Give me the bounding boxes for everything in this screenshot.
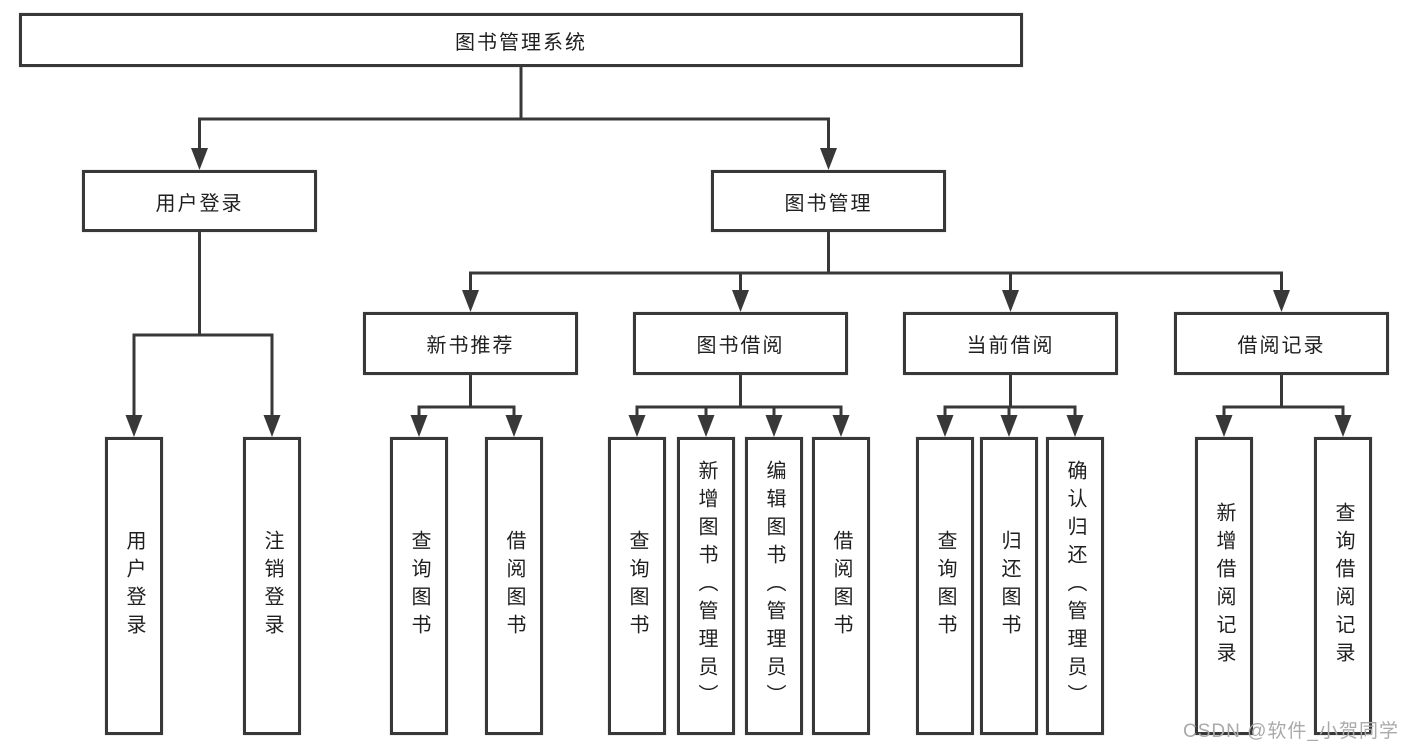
node-root: 图书管理系统 bbox=[19, 13, 1023, 67]
node-label-leaf-add-borrow-record: 新增借阅记录 bbox=[1213, 502, 1235, 670]
node-borrowing-records: 借阅记录 bbox=[1174, 312, 1389, 375]
node-user-login: 用户登录 bbox=[82, 170, 317, 232]
node-leaf-logout: 注销登录 bbox=[243, 437, 301, 735]
node-leaf-return-books: 归还图书 bbox=[980, 437, 1038, 735]
node-label-leaf-return-books: 归还图书 bbox=[998, 530, 1020, 642]
arrowhead-icon bbox=[125, 415, 143, 437]
node-label-new-book-recommend: 新书推荐 bbox=[426, 335, 515, 357]
arrowhead-icon bbox=[1273, 290, 1290, 312]
node-leaf-confirm-return: 确认归还（管理员） bbox=[1046, 437, 1104, 735]
csdn-watermark: CSDN @软件_小贺同学 bbox=[1183, 721, 1399, 742]
node-leaf-add-books-admin: 新增图书（管理员） bbox=[677, 437, 735, 735]
arrowhead-icon bbox=[263, 415, 281, 437]
arrowhead-icon bbox=[820, 148, 837, 170]
node-label-book-management: 图书管理 bbox=[784, 192, 873, 215]
arrowhead-icon bbox=[410, 415, 428, 437]
arrowhead-icon bbox=[1334, 415, 1352, 437]
node-label-leaf-query-books-2: 查询图书 bbox=[626, 530, 648, 642]
node-label-leaf-logout: 注销登录 bbox=[261, 530, 283, 642]
node-leaf-borrow-books-2: 借阅图书 bbox=[812, 437, 870, 735]
node-label-leaf-query-books-3: 查询图书 bbox=[934, 530, 956, 642]
node-label-leaf-borrow-books-1: 借阅图书 bbox=[503, 530, 525, 642]
node-label-borrowing-records: 借阅记录 bbox=[1237, 335, 1326, 357]
arrowhead-icon bbox=[936, 415, 954, 437]
node-leaf-edit-books-admin: 编辑图书（管理员） bbox=[745, 437, 803, 735]
arrowhead-icon bbox=[505, 415, 523, 437]
node-book-management: 图书管理 bbox=[711, 170, 946, 232]
arrowhead-icon bbox=[697, 415, 715, 437]
node-leaf-query-books-3: 查询图书 bbox=[916, 437, 974, 735]
node-leaf-query-books-2: 查询图书 bbox=[608, 437, 666, 735]
node-leaf-borrow-books-1: 借阅图书 bbox=[485, 437, 543, 735]
arrowhead-icon bbox=[1215, 415, 1233, 437]
node-label-current-borrowing: 当前借阅 bbox=[966, 335, 1055, 357]
node-leaf-add-borrow-record: 新增借阅记录 bbox=[1195, 437, 1253, 735]
arrowhead-icon bbox=[1066, 415, 1084, 437]
node-leaf-user-login: 用户登录 bbox=[105, 437, 163, 735]
node-label-leaf-edit-books-admin: 编辑图书（管理员） bbox=[763, 460, 785, 712]
arrowhead-icon bbox=[191, 148, 208, 170]
node-current-borrowing: 当前借阅 bbox=[903, 312, 1118, 375]
node-label-leaf-borrow-books-2: 借阅图书 bbox=[830, 530, 852, 642]
arrowhead-icon bbox=[1000, 415, 1018, 437]
node-label-book-borrowing: 图书借阅 bbox=[696, 335, 785, 357]
arrowhead-icon bbox=[732, 290, 749, 312]
node-label-leaf-user-login: 用户登录 bbox=[123, 530, 145, 642]
node-label-leaf-query-books-1: 查询图书 bbox=[408, 530, 430, 642]
node-label-leaf-add-books-admin: 新增图书（管理员） bbox=[695, 460, 717, 712]
arrowhead-icon bbox=[765, 415, 783, 437]
node-leaf-query-books-1: 查询图书 bbox=[390, 437, 448, 735]
node-book-borrowing: 图书借阅 bbox=[633, 312, 848, 375]
arrowhead-icon bbox=[832, 415, 850, 437]
node-label-leaf-confirm-return: 确认归还（管理员） bbox=[1064, 460, 1086, 712]
node-leaf-query-borrow-record: 查询借阅记录 bbox=[1314, 437, 1372, 735]
node-label-user-login: 用户登录 bbox=[155, 192, 244, 215]
arrowhead-icon bbox=[628, 415, 646, 437]
node-label-leaf-query-borrow-record: 查询借阅记录 bbox=[1332, 502, 1354, 670]
node-new-book-recommend: 新书推荐 bbox=[363, 312, 578, 375]
node-label-root: 图书管理系统 bbox=[455, 31, 587, 54]
arrowhead-icon bbox=[1002, 290, 1019, 312]
arrowhead-icon bbox=[462, 290, 479, 312]
